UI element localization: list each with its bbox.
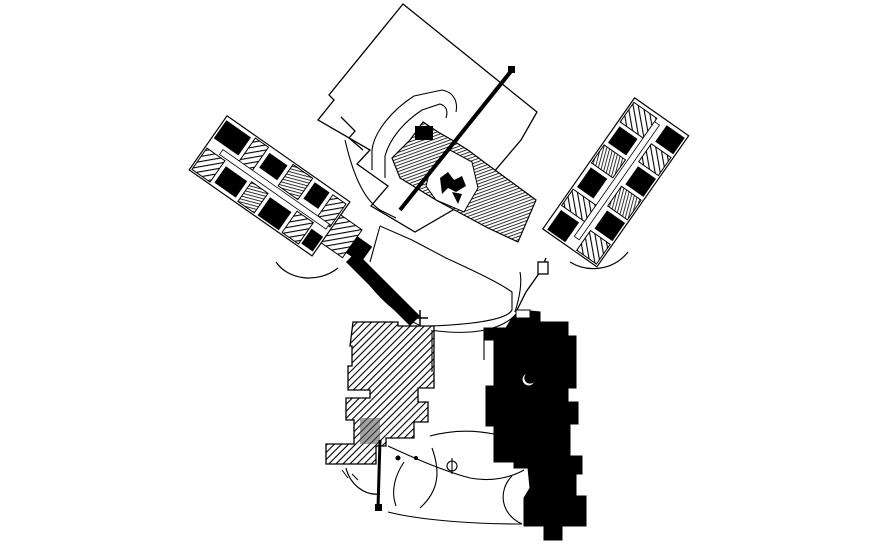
southeast-building-solid	[483, 309, 587, 541]
west-connector-corridor	[346, 252, 428, 330]
east-wing-block	[541, 97, 690, 268]
southwest-building-hatched	[325, 321, 435, 511]
south-courtyard	[387, 330, 525, 525]
diagonal-walkway	[398, 66, 515, 212]
north-building-outline	[317, 3, 538, 233]
west-wing-block	[188, 114, 373, 264]
west-wing-arc	[275, 261, 339, 279]
central-building-hatched	[391, 121, 537, 243]
east-wing-arc	[569, 251, 629, 270]
east-connector-corridor	[515, 257, 549, 313]
